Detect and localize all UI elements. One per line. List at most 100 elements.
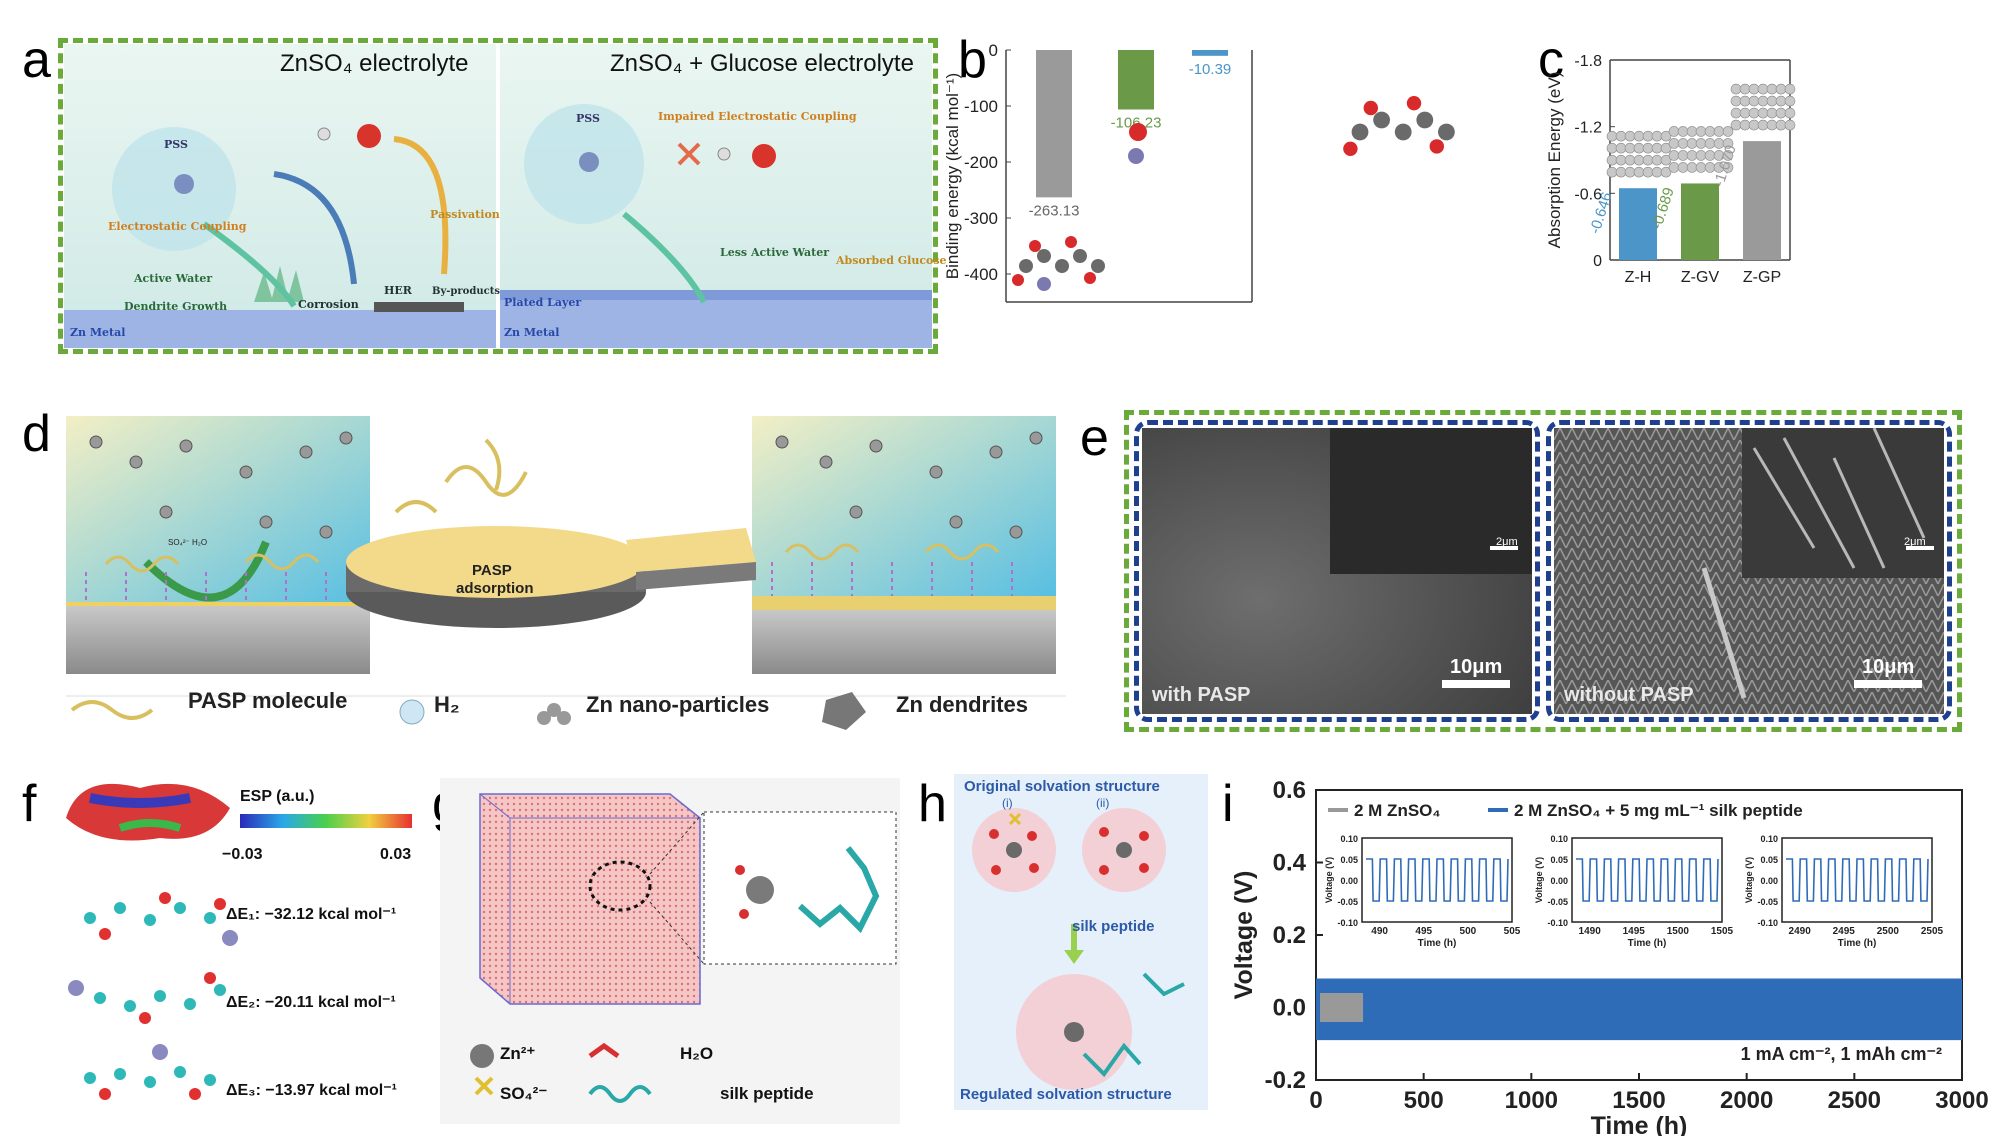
- chart-c-slab-atom: [1651, 130, 1663, 142]
- chart-c-slab-atom: [1766, 95, 1778, 107]
- chart-b-molecule-oxygen: [1029, 240, 1041, 252]
- chart-b-zn-atom: [1037, 277, 1051, 291]
- chart-c-slab-atom: [1704, 126, 1716, 137]
- chart-i-xtick-label: 1500: [1612, 1087, 1665, 1114]
- chart-i-inset-ytick-label: 0.10: [1550, 834, 1568, 844]
- panel-h-illustration: [954, 774, 1208, 1110]
- chart-c-slab-atom: [1775, 95, 1787, 107]
- chart-i-xtick-label: 500: [1404, 1087, 1444, 1114]
- panel-f-illustration: [60, 778, 420, 1118]
- chart-i-inset-xtick-label: 505: [1504, 926, 1521, 937]
- chart-i-inset-ytick-label: 0.05: [1340, 855, 1358, 865]
- chart-c-slab-atom: [1757, 95, 1769, 107]
- chart-c-slab-atom: [1722, 126, 1734, 137]
- chart-i-ylabel: Voltage (V): [1232, 871, 1258, 1000]
- chart-i-inset-ylabel: Voltage (V): [1534, 857, 1544, 903]
- panel-g-scene: [470, 793, 897, 1103]
- chart-c-slab-atom: [1722, 162, 1734, 173]
- chart-i-series-silk-peptide: [1316, 978, 1962, 1041]
- chart-b-value-label: -263.13: [1029, 202, 1080, 219]
- chart-i-condition: 1 mA cm⁻², 1 mAh cm⁻²: [1741, 1044, 1942, 1064]
- panel-a-plated: Plated Layer: [504, 296, 582, 309]
- chart-b-bar: [1036, 50, 1072, 198]
- chart-c-bar: [1619, 188, 1657, 260]
- chart-c-slab-atom: [1660, 166, 1672, 178]
- panel-f-energy-2: ΔE₂: −20.11 kcal mol⁻¹: [226, 994, 396, 1011]
- chart-c-slab-atom: [1730, 107, 1742, 119]
- chart-i-inset-ylabel: Voltage (V): [1324, 857, 1334, 903]
- chart-b-water-oxygen: [1129, 123, 1147, 141]
- panel-a-dendrite: Dendrite Growth: [124, 300, 228, 313]
- chart-i-inset-ytick-label: 0.05: [1550, 855, 1568, 865]
- chart-b-molecule-atom: [1073, 249, 1087, 263]
- panel-h-top-title: Original solvation structure: [964, 778, 1160, 795]
- chart-c-slab-atom: [1633, 142, 1645, 154]
- panel-e-left-frame: [1134, 420, 1540, 722]
- chart-c-slab-atom: [1624, 166, 1636, 178]
- chart-i-ytick-label: 0.2: [1273, 922, 1306, 949]
- sem-image-with-pasp: [1142, 428, 1532, 714]
- chart-i-inset-xtick-label: 1495: [1623, 926, 1646, 937]
- chart-b-molecule-oxygen: [1012, 274, 1024, 286]
- chart-i-inset-ytick-label: -0.10: [1337, 918, 1358, 928]
- chart-c-slab-atom: [1606, 130, 1618, 142]
- panel-d-label: d: [22, 405, 51, 463]
- sem-with-pasp-texture: [1142, 428, 1532, 714]
- chart-c-slab-atom: [1784, 95, 1796, 107]
- chart-c-slab-atom: [1606, 154, 1618, 166]
- panel-f-esp-max: 0.03: [380, 846, 412, 863]
- chart-c-slab-atom: [1757, 107, 1769, 119]
- chart-b-molecule-atom: [1351, 123, 1369, 141]
- chart-b-ylabel: Binding energy (kcal mol⁻¹): [943, 73, 962, 279]
- chart-i-xtick-label: 2500: [1828, 1087, 1881, 1114]
- chart-c-slab-atom: [1660, 142, 1672, 154]
- sem-caption-without-pasp: without PASP: [1564, 684, 1694, 706]
- panel-h-sub-ii: (ii): [1096, 796, 1110, 810]
- panel-a-pss-right: PSS: [576, 112, 600, 125]
- chart-i-ytick-label: 0.6: [1273, 780, 1306, 804]
- chart-b-ytick-label: -300: [964, 209, 998, 228]
- panel-f-scene: [66, 783, 412, 1100]
- chart-i-ytick-label: 0.4: [1273, 850, 1307, 877]
- chart-b-value-label: -10.39: [1189, 61, 1232, 78]
- chart-i-inset-xtick-label: 1505: [1711, 926, 1734, 937]
- chart-c-slab-atom: [1668, 126, 1680, 137]
- chart-c-slab-atom: [1651, 142, 1663, 154]
- chart-i-inset-xtick-label: 2500: [1877, 926, 1900, 937]
- chart-c-slab-atom: [1633, 154, 1645, 166]
- chart-c-slab-atom: [1615, 166, 1627, 178]
- chart-c-slab-atom: [1660, 130, 1672, 142]
- panel-f-label: f: [22, 775, 37, 833]
- chart-i-inset-trace: [1786, 858, 1929, 902]
- panel-f-energy-1: ΔE₁: −32.12 kcal mol⁻¹: [226, 906, 397, 923]
- chart-c-xtick-label: Z-GP: [1743, 269, 1781, 286]
- panel-d-so4-label: SO₄²⁻: [168, 538, 190, 547]
- chart-b-molecule-atom: [1037, 249, 1051, 263]
- chart-c-slab-atom: [1651, 154, 1663, 166]
- chart-c-slab-atom: [1615, 130, 1627, 142]
- chart-c-slab-atom: [1695, 126, 1707, 137]
- chart-i-inset-xtick-label: 2490: [1789, 926, 1812, 937]
- sem-main-scale-left: 10μm: [1450, 656, 1503, 678]
- chart-c-ytick-label: -1.8: [1574, 53, 1602, 70]
- panel-a-left-title: ZnSO₄ electrolyte: [280, 50, 469, 77]
- chart-b-molecule-oxygen: [1363, 100, 1378, 116]
- chart-b-bar: [1118, 50, 1154, 110]
- chart-i-xtick-label: 1000: [1505, 1087, 1558, 1114]
- panel-a-zn-metal-left: Zn Metal: [70, 326, 126, 339]
- panel-a-passivation: Passivation: [430, 208, 500, 221]
- panel-a-absorbed: Absorbed Glucose: [836, 254, 947, 267]
- chart-i-inset-ytick-label: -0.05: [1547, 897, 1568, 907]
- chart-c-slab-atom: [1686, 138, 1698, 149]
- chart-i-legend-gray: 2 M ZnSO₄: [1354, 801, 1441, 820]
- chart-c-xtick-label: Z-H: [1625, 269, 1652, 286]
- sem-image-without-pasp: [1554, 428, 1944, 714]
- chart-c-slab-atom: [1668, 138, 1680, 149]
- panel-a-right-title: ZnSO₄ + Glucose electrolyte: [610, 50, 914, 77]
- panel-i-label: i: [1222, 775, 1234, 833]
- chart-c-slab-atom: [1748, 95, 1760, 107]
- panel-a-pss-left: PSS: [164, 138, 188, 151]
- chart-c-slab-atom: [1784, 83, 1796, 95]
